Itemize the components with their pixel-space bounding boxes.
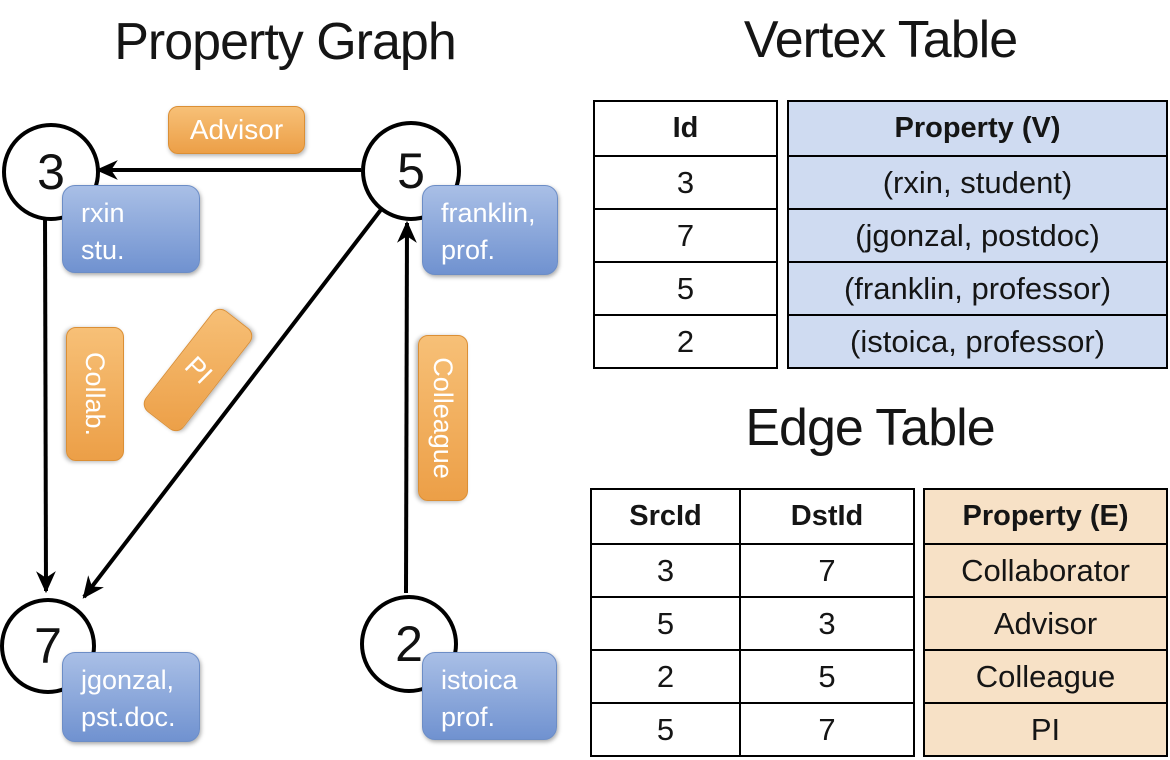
vertex-table-cell: (franklin, professor)	[787, 261, 1168, 316]
vertex-property-line: franklin,	[441, 198, 536, 228]
edge-table-cell: PI	[923, 702, 1168, 757]
edge-label-text: Collab.	[80, 351, 111, 437]
edge-table-header-property: Property (E)	[923, 488, 1168, 545]
edge-label-text: PI	[178, 350, 218, 390]
vertex-property-box-franklin: franklin, prof.	[422, 185, 558, 275]
edge-label-advisor: Advisor	[168, 106, 305, 154]
edge-label-text: Colleague	[428, 357, 459, 479]
vertex-id-7: 7	[34, 618, 62, 674]
vertex-property-line: prof.	[441, 235, 496, 266]
vertex-table-cell: (rxin, student)	[787, 155, 1168, 210]
edge-table-cell: 3	[590, 543, 741, 598]
property-graph-title: Property Graph	[114, 13, 457, 71]
edge-table-cell: Collaborator	[923, 543, 1168, 598]
vertex-table-cell: (istoica, professor)	[787, 314, 1168, 369]
edge-arrow-2-to-5	[397, 220, 417, 594]
edge-table-property-column: Property (E) Collaborator Advisor Collea…	[923, 488, 1168, 757]
vertex-table-cell: 5	[593, 261, 778, 316]
vertex-property-line: istoica	[441, 665, 518, 695]
vertex-circle-2: 2	[360, 595, 458, 693]
edge-table-cell: Colleague	[923, 649, 1168, 704]
edge-arrow-3-to-7	[36, 212, 56, 594]
vertex-property-box-istoica: istoica prof.	[422, 652, 557, 740]
edge-table-header-srcid: SrcId	[590, 488, 741, 545]
vertex-table-cell: 7	[593, 208, 778, 263]
edge-table-id-columns: SrcId DstId 3 7 5 3 2 5 5 7	[590, 488, 915, 757]
vertex-circle-5: 5	[361, 121, 461, 221]
vertex-id-3: 3	[37, 144, 65, 200]
vertex-property-box-jgonzal: jgonzal, pst.doc.	[62, 652, 200, 742]
edge-table-cell: 7	[739, 702, 915, 757]
vertex-table-header-property: Property (V)	[787, 100, 1168, 157]
edge-table-cell: 5	[590, 596, 741, 651]
vertex-table-title: Vertex Table	[743, 11, 1018, 69]
vertex-table-header-id: Id	[593, 100, 778, 157]
edge-table-cell: 2	[590, 649, 741, 704]
edge-table-cell: Advisor	[923, 596, 1168, 651]
vertex-table-cell: (jgonzal, postdoc)	[787, 208, 1168, 263]
edge-table-header-dstid: DstId	[739, 488, 915, 545]
vertex-table-property-column: Property (V) (rxin, student) (jgonzal, p…	[787, 100, 1168, 369]
vertex-property-box-rxin: rxin stu.	[62, 185, 200, 273]
vertex-id-2: 2	[395, 616, 423, 672]
vertex-table-id-column: Id 3 7 5 2	[593, 100, 778, 369]
edge-label-colleague: Colleague	[418, 335, 468, 501]
edge-table-cell: 5	[590, 702, 741, 757]
vertex-property-line: jgonzal,	[81, 665, 175, 695]
vertex-table-cell: 3	[593, 155, 778, 210]
vertex-id-5: 5	[397, 143, 425, 199]
edge-label-collab: Collab.	[66, 327, 124, 461]
vertex-property-line: rxin	[81, 198, 125, 228]
vertex-property-line: pst.doc.	[81, 702, 176, 733]
graph-edges-layer	[36, 160, 417, 599]
edge-table-cell: 3	[739, 596, 915, 651]
edge-table-cell: 5	[739, 649, 915, 704]
vertex-property-line: prof.	[441, 702, 496, 733]
edge-table-cell: 7	[739, 543, 915, 598]
edge-table-title: Edge Table	[745, 399, 995, 457]
vertex-table-cell: 2	[593, 314, 778, 369]
vertex-property-line: stu.	[81, 235, 125, 266]
edge-arrow-5-to-7	[82, 205, 385, 599]
edge-label-text: Advisor	[189, 114, 284, 145]
